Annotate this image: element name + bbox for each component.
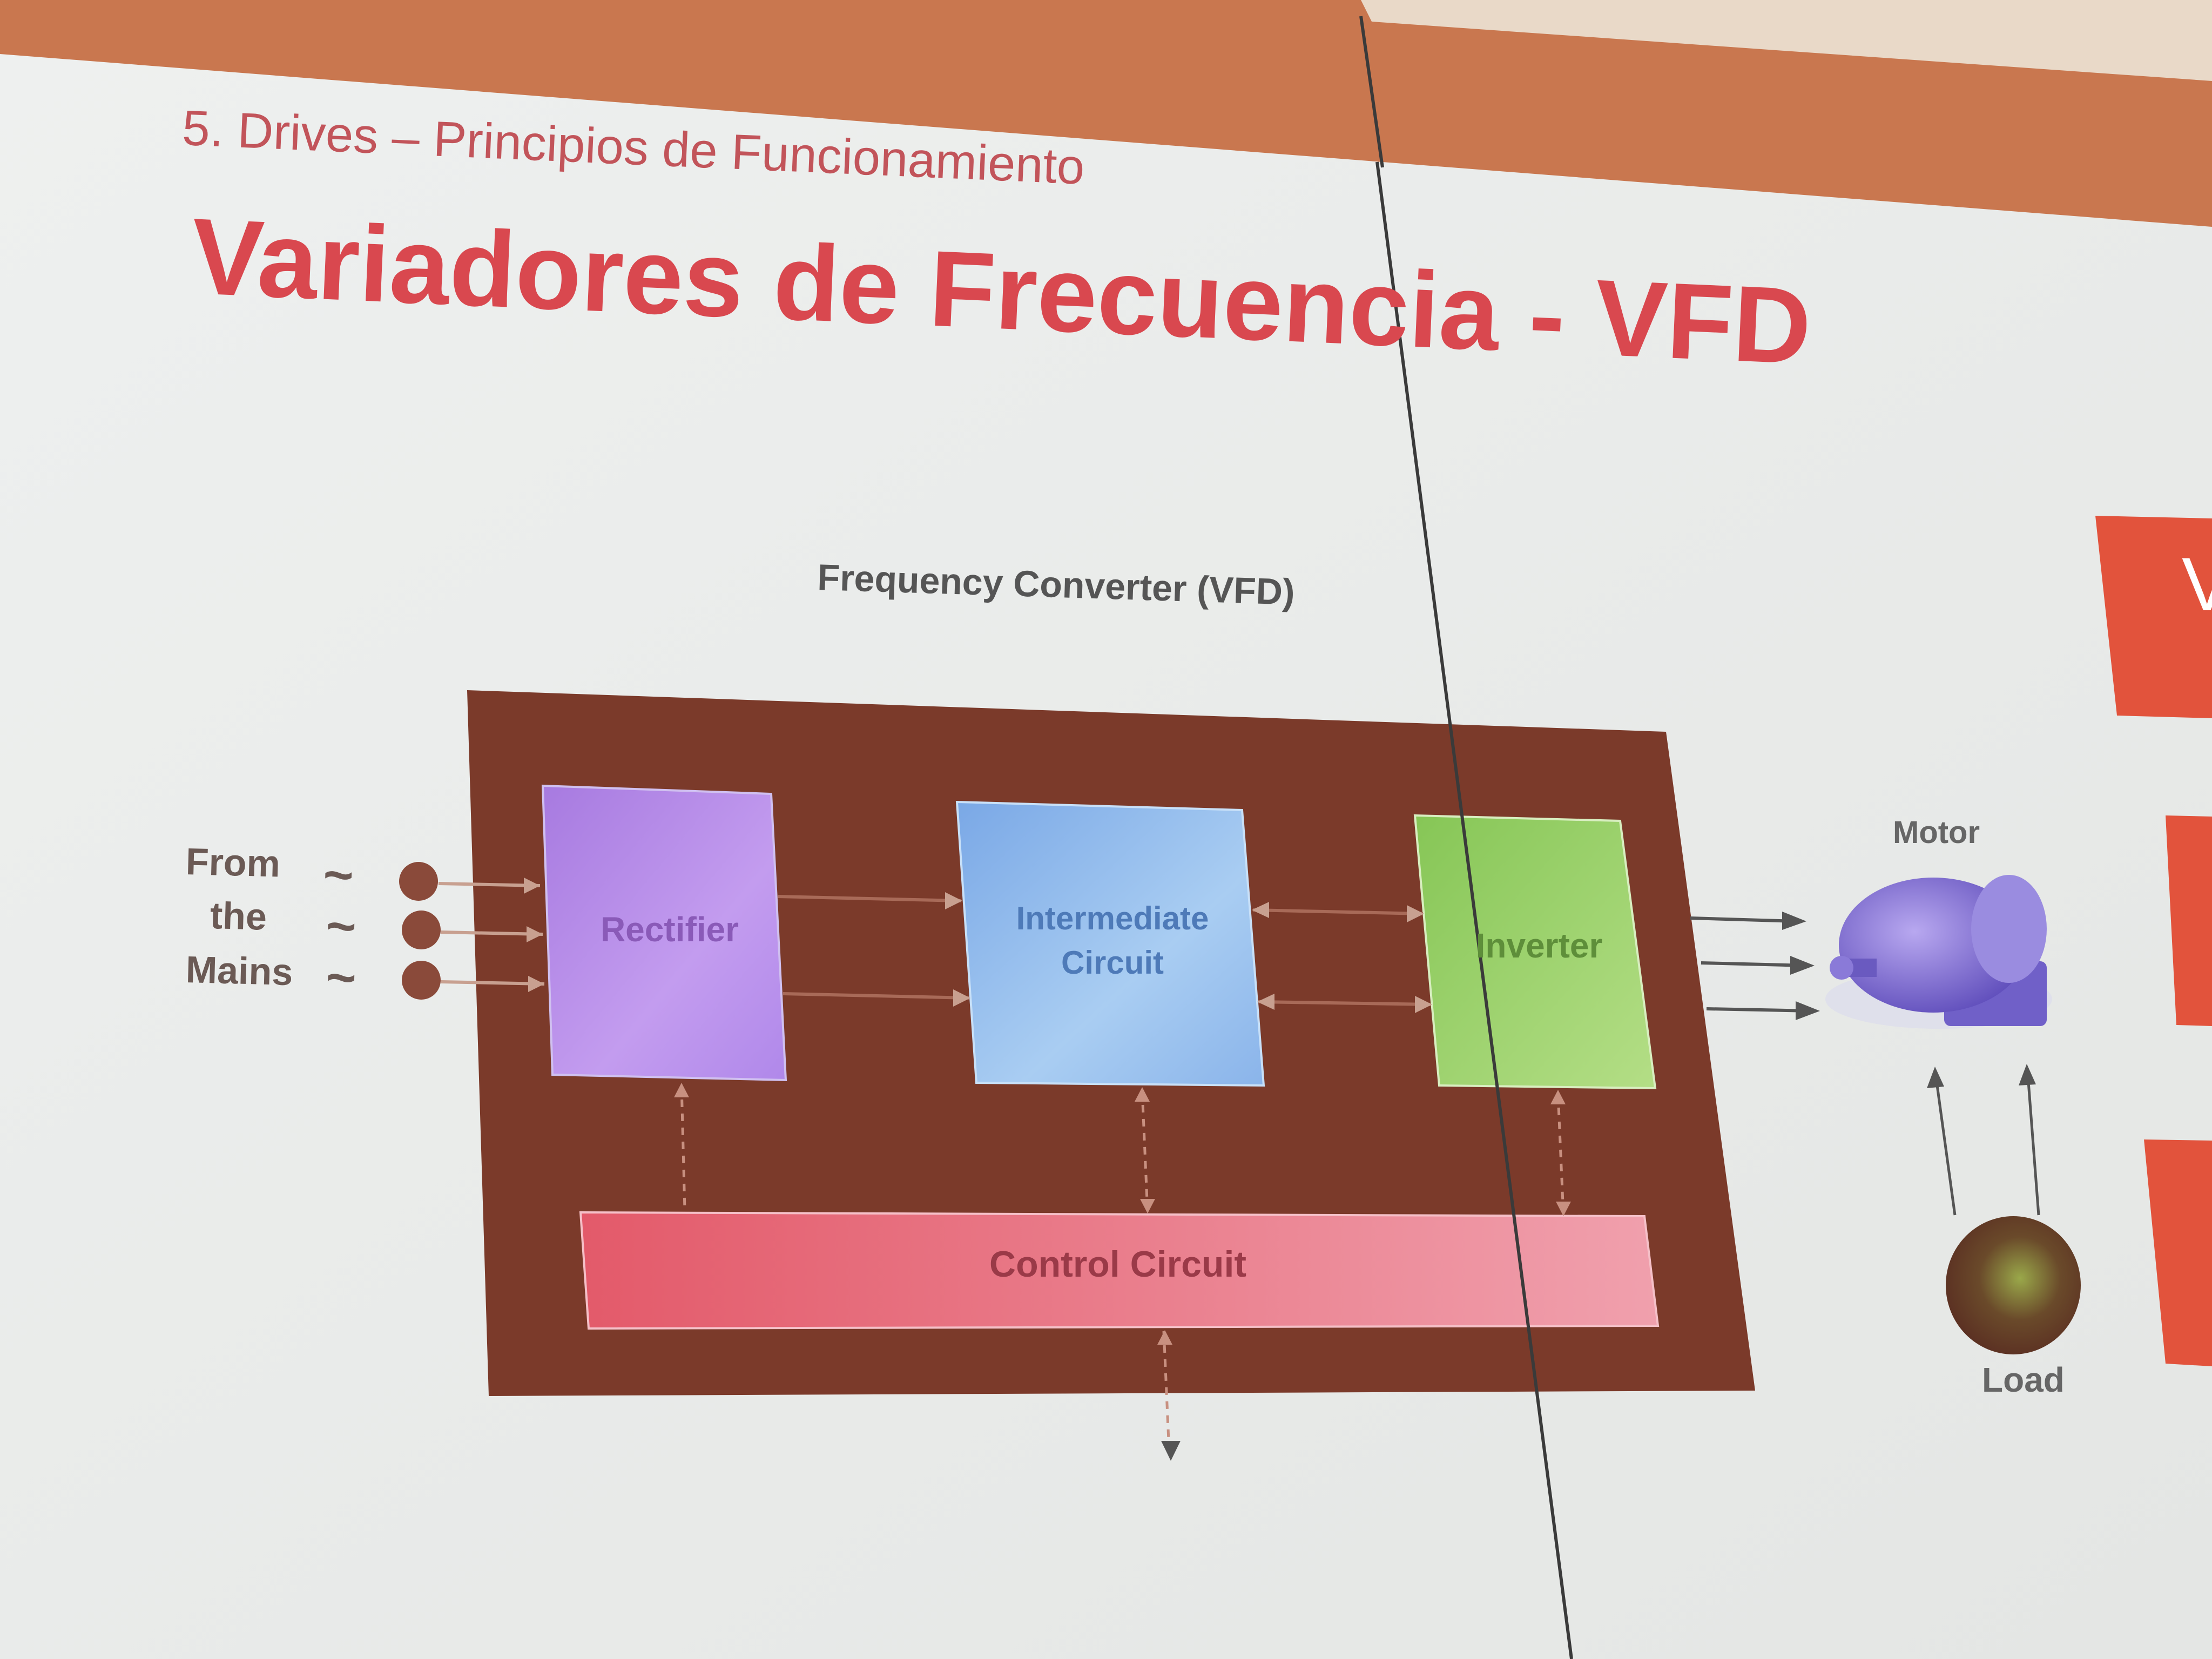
motor-output-lines (1690, 916, 1812, 1013)
ac-symbol-3: ~ (325, 948, 358, 1007)
side-tab-1 (2095, 516, 2212, 718)
inverter-block (1413, 814, 1657, 1090)
load-label: Load (1982, 1360, 2065, 1399)
rectifier-block (541, 784, 787, 1082)
inverter-label: Inverter (1475, 926, 1603, 965)
mains-input-terminals (399, 862, 545, 1000)
load-icon (1946, 1216, 2081, 1354)
mains-label-the: the (209, 894, 267, 938)
intermediate-circuit-block (955, 800, 1265, 1087)
side-tab-3 (2144, 1139, 2212, 1366)
rectifier-label: Rectifier (600, 910, 739, 949)
control-circuit-block (579, 1211, 1660, 1330)
side-tab-2 (2166, 815, 2212, 1026)
svg-text:V: V (2182, 542, 2212, 626)
intermediate-label-1: Intermediate (1016, 900, 1209, 936)
mains-label-from: From (185, 840, 281, 885)
motor-icon (1825, 875, 2052, 1029)
control-circuit-label: Control Circuit (989, 1244, 1246, 1285)
motor-label: Motor (1893, 815, 1980, 850)
dc-link-lines (777, 895, 970, 1000)
intermediate-label-2: Circuit (1061, 945, 1164, 981)
mains-label-mains: Mains (185, 948, 294, 994)
